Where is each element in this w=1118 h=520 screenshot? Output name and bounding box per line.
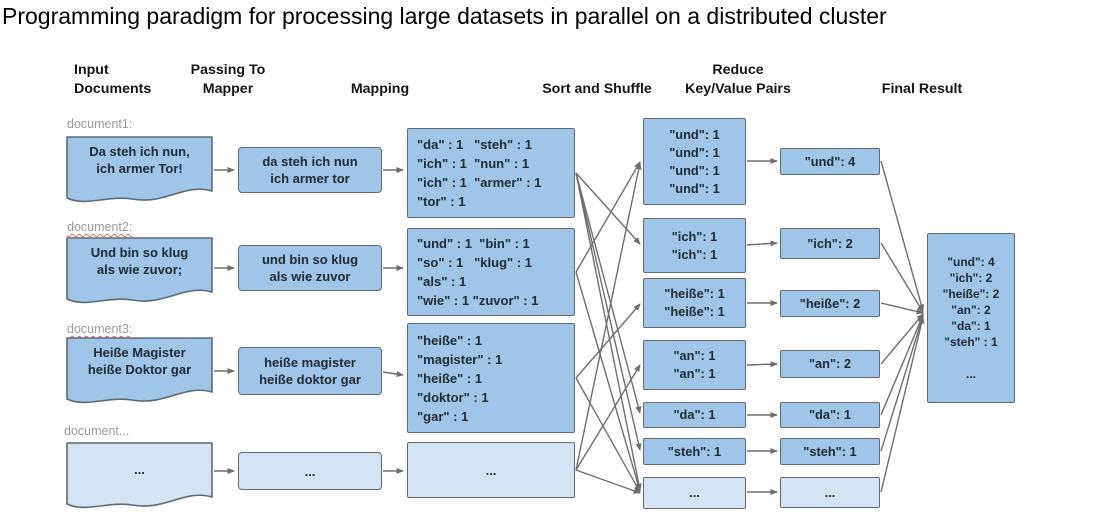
reduce-box-heisse: "heiße": 2 <box>780 290 880 317</box>
mapper-box-1: da steh ich nun ich armer tor <box>238 147 382 193</box>
document3-label: document3: <box>67 322 133 336</box>
column-header-input-documents: Input Documents <box>74 62 152 97</box>
reduce-box-und: "und": 4 <box>780 148 880 175</box>
document1-label: document1: <box>67 117 133 131</box>
input-document-more-text: ... <box>134 462 145 477</box>
shuffle-box-steh: "steh": 1 <box>643 438 746 465</box>
mapping-box-more: ... <box>407 442 575 498</box>
column-header-passing-to-mapper: Passing To Mapper <box>190 62 266 97</box>
input-document-3-text: Heiße Magister heiße Doktor gar <box>87 345 192 377</box>
shuffle-box-ich: "ich": 1 "ich": 1 <box>643 218 746 273</box>
input-document-3: Heiße Magister heiße Doktor gar <box>66 337 213 411</box>
mapper-box-2: und bin so klug als wie zuvor <box>238 245 382 291</box>
mapper-box-more: ... <box>238 452 382 490</box>
shuffle-box-da: "da": 1 <box>643 402 746 428</box>
page-title: Programming paradigm for processing larg… <box>2 3 887 29</box>
shuffle-box-an: "an": 1 "an": 1 <box>643 340 746 390</box>
input-document-more: ... <box>66 442 213 516</box>
document-more-label: document... <box>64 424 130 438</box>
mapping-box-2: "und" : 1 "bin" : 1 "so" : 1 "klug" : 1 … <box>407 228 575 316</box>
reduce-box-steh: "steh": 1 <box>780 438 880 465</box>
mapping-box-3: "heiße" : 1 "magister" : 1 "heiße" : 1 "… <box>407 323 575 433</box>
column-header-sort-and-shuffle: Sort and Shuffle <box>542 81 652 97</box>
shuffle-box-heisse: "heiße": 1 "heiße": 1 <box>643 278 746 328</box>
column-header-reduce-key-value-pairs: Reduce Key/Value Pairs <box>685 62 791 97</box>
reduce-box-an: "an": 2 <box>780 350 880 378</box>
input-document-1-text: Da steh ich nun, ich armer Tor! <box>89 144 190 176</box>
column-header-final-result: Final Result <box>881 81 963 97</box>
mapper-box-3: heiße magister heiße doktor gar <box>238 347 382 395</box>
column-header-mapping: Mapping <box>350 81 410 97</box>
input-document-1: Da steh ich nun, ich armer Tor! <box>66 136 213 210</box>
reduce-box-ich: "ich": 2 <box>780 228 880 259</box>
reduce-box-more: ... <box>780 477 880 508</box>
input-document-2: Und bin so klug als wie zuvor; <box>66 237 213 311</box>
mapping-box-1: "da" : 1 "steh" : 1 "ich" : 1 "nun" : 1 … <box>407 128 575 218</box>
shuffle-box-more: ... <box>643 477 746 509</box>
reduce-box-da: "da": 1 <box>780 402 880 428</box>
shuffle-box-und: "und": 1 "und": 1 "und": 1 "und": 1 <box>643 118 746 205</box>
final-result-box: "und": 4 "ich": 2 "heiße": 2 "an": 2 "da… <box>927 233 1015 403</box>
document2-label: document2: <box>67 220 133 234</box>
input-document-2-text: Und bin so klug als wie zuvor; <box>90 245 189 277</box>
